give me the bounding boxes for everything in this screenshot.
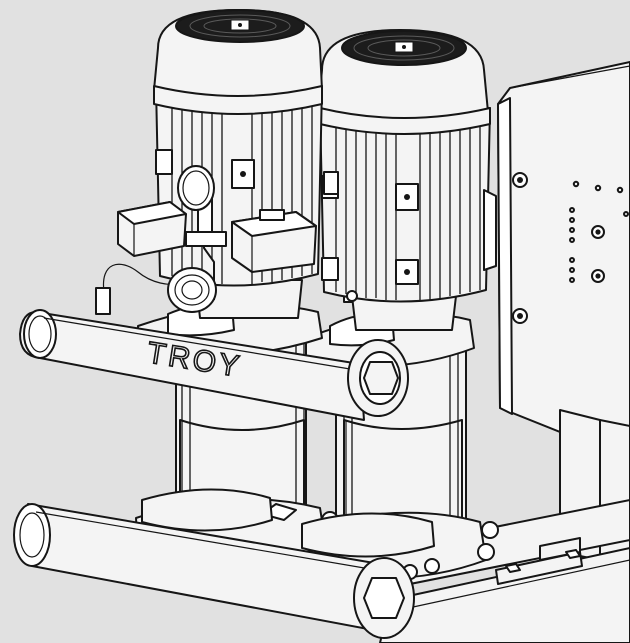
panel-screw-icon [512,172,528,324]
pump-1 [135,9,339,565]
pump-2-fan-grille [341,30,467,66]
pump-2-motor-fins [335,124,481,300]
control-panel [497,61,630,571]
suction-manifold [13,488,435,639]
discharge-manifold: TROY [19,309,409,421]
pressure-gauge-icon [177,165,215,211]
pump-2 [299,29,499,580]
pressure-switch-assembly [95,165,358,315]
panel-knob-icon [591,225,605,283]
panel-indicator-lights [569,180,629,283]
base-bolt-icon [505,549,581,573]
pump-1-fan-grille [175,9,305,43]
